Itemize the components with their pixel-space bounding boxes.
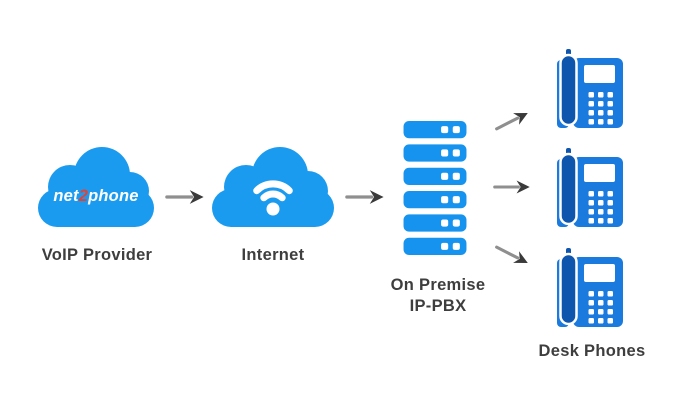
ip-pbx-label-line2: IP-PBX bbox=[409, 297, 467, 315]
logo-part-net: net bbox=[53, 187, 79, 205]
wifi-icon bbox=[253, 180, 293, 216]
net2phone-logo: net2phone bbox=[36, 187, 156, 206]
arrow-pbx-to-phone-1 bbox=[495, 112, 528, 131]
ip-pbx-label-line1: On Premise bbox=[390, 276, 486, 294]
arrow-provider-to-internet bbox=[165, 190, 204, 204]
node-voip-provider: net2phone bbox=[36, 143, 156, 229]
logo-part-phone: phone bbox=[88, 187, 139, 205]
desk-phones-label: Desk Phones bbox=[538, 342, 646, 360]
ip-pbx-label: On Premise IP-PBX bbox=[358, 275, 518, 317]
voip-provider-label: VoIP Provider bbox=[41, 246, 153, 264]
server-stack-icon bbox=[403, 121, 467, 255]
arrow-pbx-to-phone-2 bbox=[493, 180, 530, 194]
desk-phone-icon bbox=[557, 147, 623, 229]
internet-cloud-icon bbox=[212, 147, 334, 227]
desk-phone-icon bbox=[557, 48, 623, 130]
arrow-internet-to-pbx bbox=[345, 190, 384, 204]
arrow-pbx-to-phone-3 bbox=[495, 245, 528, 264]
voip-provider-cloud-icon bbox=[38, 147, 154, 227]
logo-part-2: 2 bbox=[78, 187, 89, 205]
node-internet bbox=[210, 143, 336, 229]
node-ip-pbx bbox=[403, 121, 467, 255]
desk-phone-icon bbox=[557, 247, 623, 329]
internet-label: Internet bbox=[241, 246, 305, 264]
